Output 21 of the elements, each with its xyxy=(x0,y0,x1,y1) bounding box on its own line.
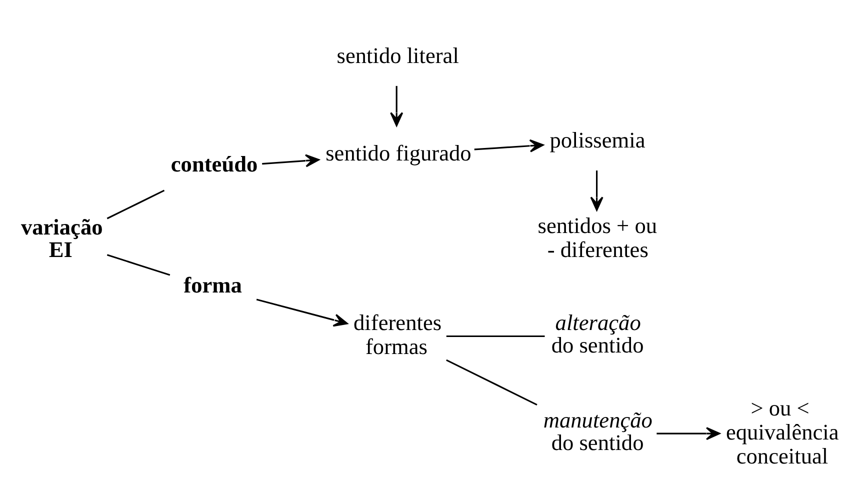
connector xyxy=(446,334,545,337)
node-text: conteúdo xyxy=(170,150,258,176)
arrow xyxy=(474,138,544,152)
connector xyxy=(106,254,170,276)
node-text: manutenção do sentido xyxy=(543,406,652,454)
connector xyxy=(106,189,165,219)
node-text: variação EI xyxy=(20,214,103,262)
arrow xyxy=(590,170,604,210)
connector xyxy=(446,358,538,405)
node-text: diferentes formas xyxy=(354,310,442,359)
arrow xyxy=(262,154,320,167)
node-text: sentidos + ou - diferentes xyxy=(538,212,658,262)
node-text: sentido figurado xyxy=(326,140,472,165)
node-text: alteração do sentido xyxy=(551,310,644,358)
node-text: sentido literal xyxy=(336,42,459,68)
arrow xyxy=(390,85,404,126)
arrow xyxy=(256,298,348,326)
arrow xyxy=(656,426,720,440)
node-text: forma xyxy=(184,272,242,298)
node-text: > ou < equivalência conceitual xyxy=(726,395,839,468)
node-text: polissemia xyxy=(550,127,646,152)
